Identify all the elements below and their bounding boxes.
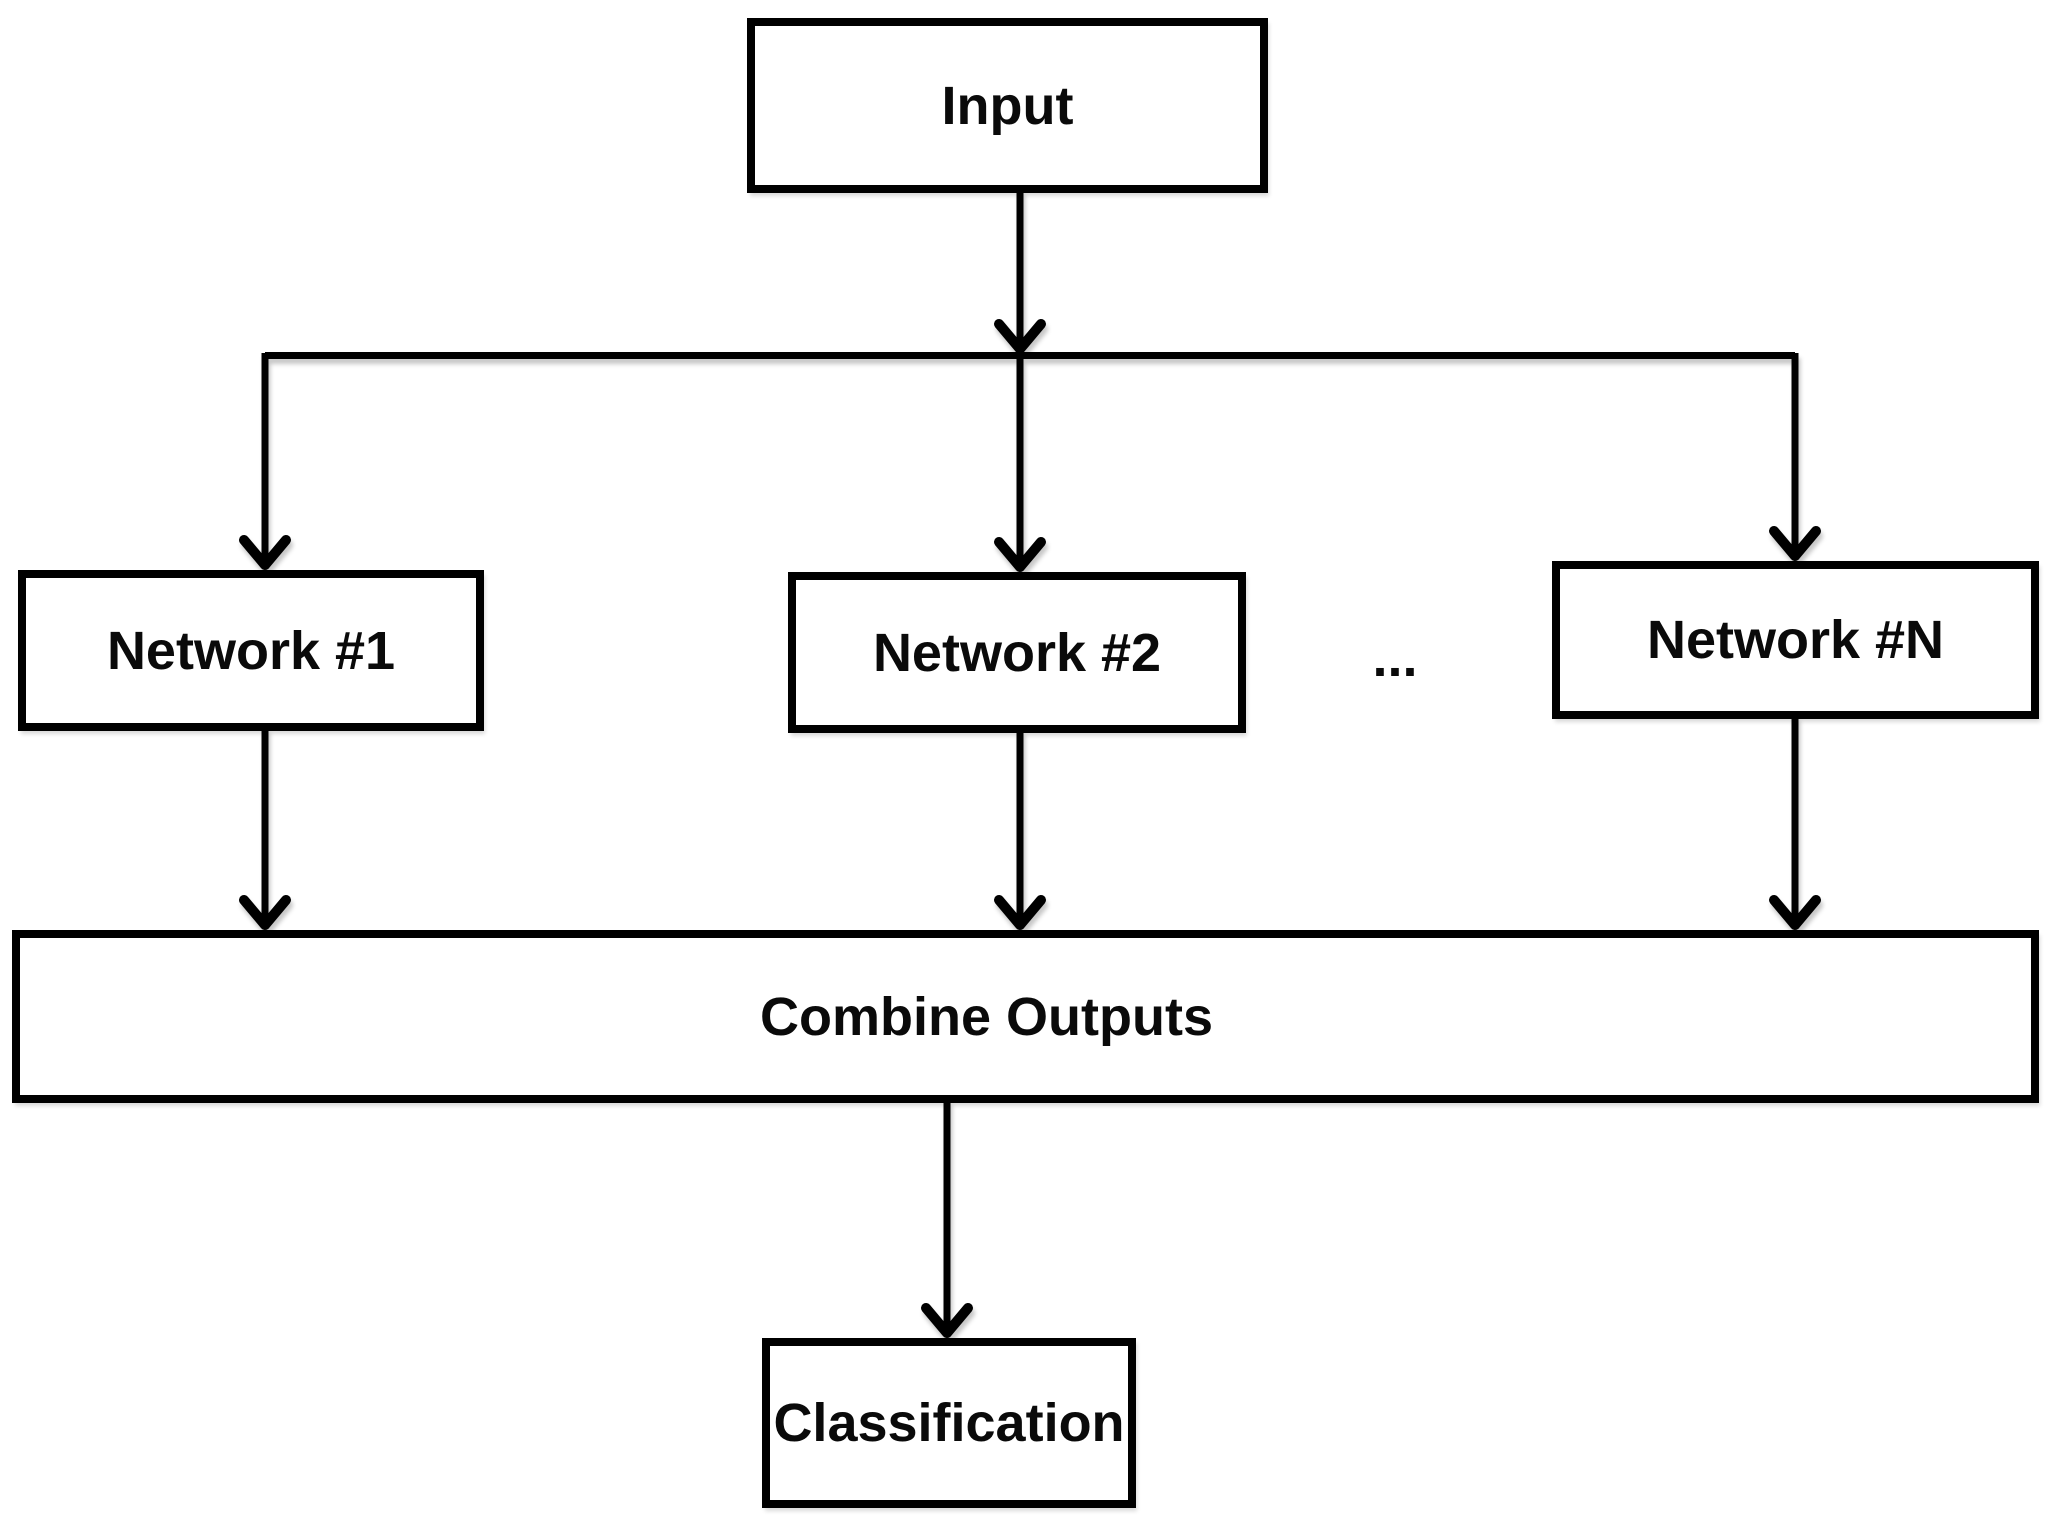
classification-node-label: Classification <box>773 1393 1125 1453</box>
network1-node: Network #1 <box>18 570 484 731</box>
edge-network2-to-combine <box>994 730 1046 930</box>
edge-input-to-branch <box>994 190 1046 354</box>
networkN-node: Network #N <box>1552 561 2039 719</box>
network1-node-label: Network #1 <box>106 620 396 681</box>
network2-node-label: Network #2 <box>872 622 1162 683</box>
classification-node: Classification <box>762 1338 1136 1508</box>
more-networks-ellipsis-label: ... <box>1372 628 1418 688</box>
edge-networkN-to-combine <box>1769 716 1821 930</box>
network2-node: Network #2 <box>788 572 1246 733</box>
edge-branch-to-networkN <box>1769 353 1821 561</box>
input-node-label: Input <box>941 75 1074 136</box>
input-node: Input <box>747 18 1268 193</box>
edge-network1-to-combine <box>239 728 291 930</box>
combine-outputs-node-label: Combine Outputs <box>760 986 1213 1047</box>
edge-combine-to-classification <box>921 1100 973 1338</box>
networkN-node-label: Network #N <box>1646 610 1945 670</box>
more-networks-ellipsis: ... <box>1340 618 1450 698</box>
edge-branch-to-network2 <box>994 355 1046 572</box>
combine-outputs-node: Combine Outputs <box>12 930 2039 1103</box>
edge-branch-to-network1 <box>239 353 291 570</box>
